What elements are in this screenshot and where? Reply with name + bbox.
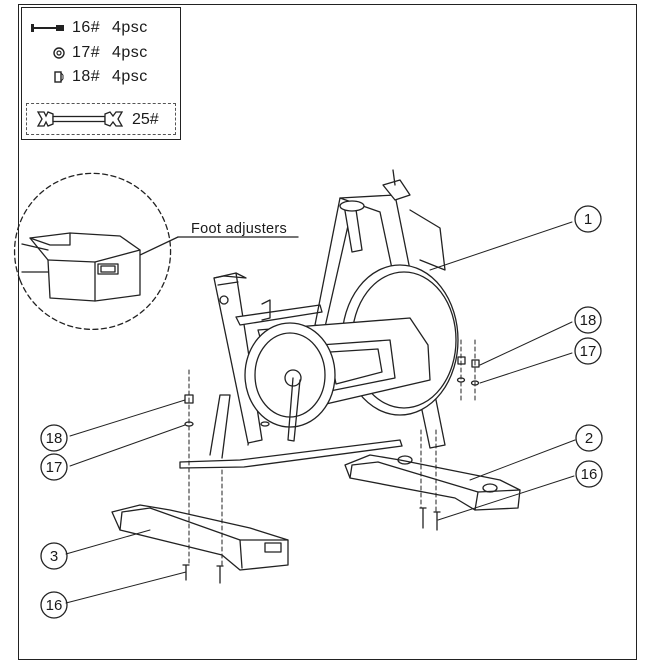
callout-18-left: 18 [46, 430, 63, 447]
part-code: 17# [72, 44, 101, 61]
assembly-guides [188, 339, 476, 568]
foot-adjuster-detail [13, 172, 299, 330]
bolt-icon [22, 18, 72, 38]
callout-16-left: 16 [46, 597, 63, 614]
bike-frame [179, 169, 459, 469]
callout-17-right: 17 [580, 343, 597, 360]
nut-icon [22, 67, 72, 87]
callout-1: 1 [584, 211, 592, 228]
callout-2: 2 [585, 430, 593, 447]
part-qty: 4psc [112, 68, 148, 85]
callout-17-left: 17 [46, 459, 63, 476]
callout-labels: 1 18 17 2 16 18 17 3 16 [46, 211, 598, 614]
part-row-nut: 18# 4psc [22, 67, 148, 87]
page-frame [18, 4, 637, 660]
part-code: 18# [72, 68, 101, 85]
leader-lines [65, 221, 576, 604]
callout-circles [40, 205, 603, 619]
part-row-washer: 17# 4psc [22, 43, 148, 63]
tool-code: 25# [132, 111, 159, 128]
callout-16-right: 16 [581, 466, 598, 483]
callout-3: 3 [50, 548, 58, 565]
foot-adjusters-label: Foot adjusters [191, 221, 288, 237]
rear-stabilizer [111, 504, 289, 571]
part-qty: 4psc [112, 44, 148, 61]
part-code: 16# [72, 19, 101, 36]
wrench-icon [35, 108, 125, 135]
parts-list: 16# 4psc 17# 4psc 18# 4psc 25# [21, 7, 181, 140]
callout-18-right: 18 [580, 312, 597, 329]
tool-box: 25# [26, 103, 176, 135]
part-row-bolt: 16# 4psc [22, 18, 148, 38]
part-qty: 4psc [112, 19, 148, 36]
washer-icon [22, 43, 72, 63]
front-stabilizer [344, 454, 521, 511]
